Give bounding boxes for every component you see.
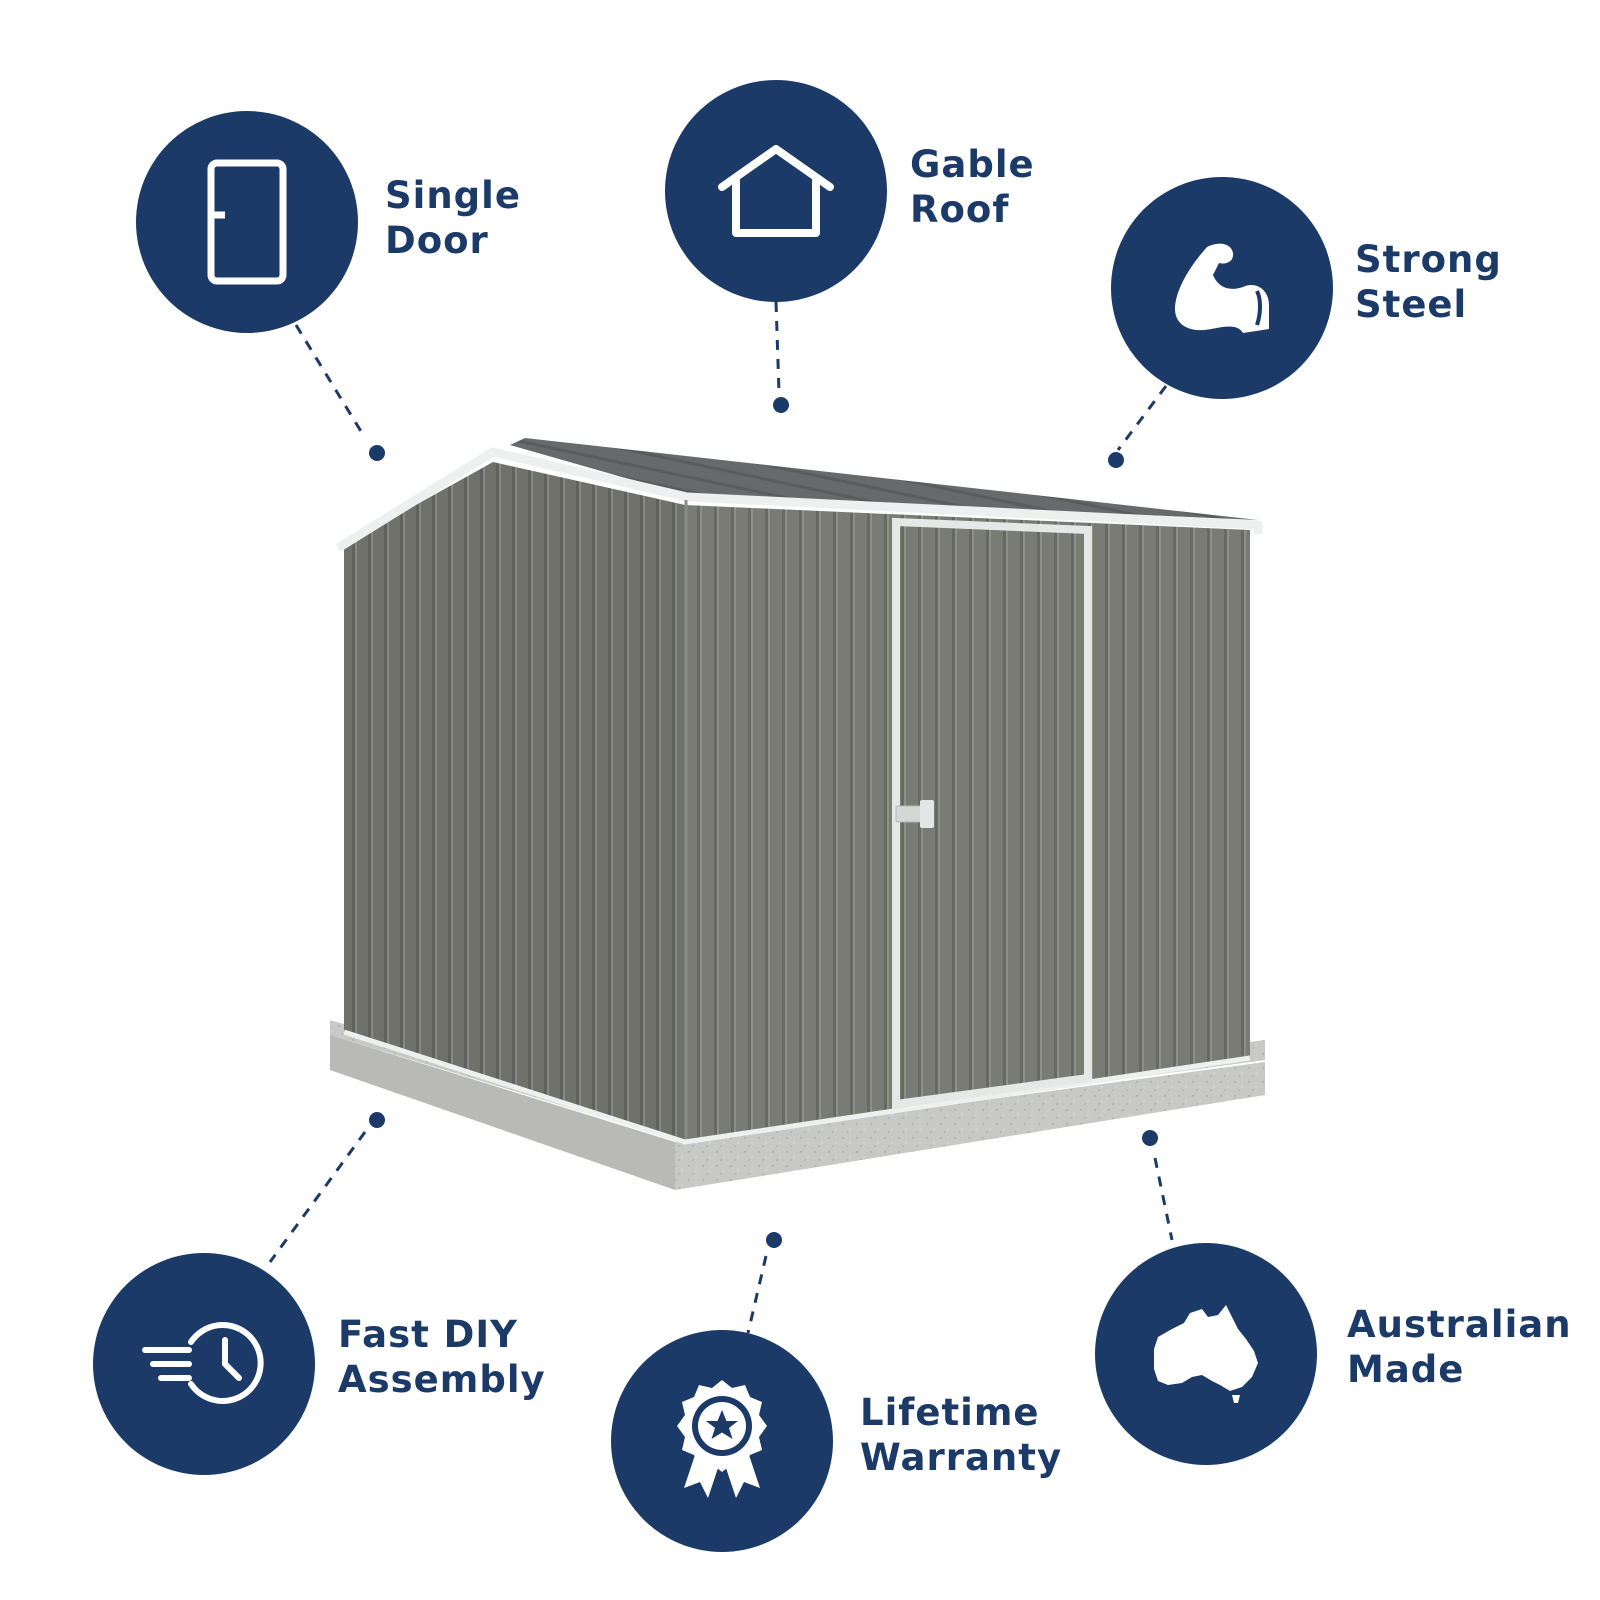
feature-australian-made-label: Australian Made	[1347, 1302, 1572, 1392]
roof-trim-eave	[686, 492, 1263, 534]
label-line-2: Roof	[910, 188, 1010, 231]
feature-lifetime-warranty-badge	[611, 1330, 833, 1552]
connector-gable-roof	[774, 301, 781, 393]
connector-dot-single-door	[369, 445, 385, 461]
label-line-1: Strong	[1355, 238, 1502, 281]
door-icon	[207, 159, 287, 285]
label-line-2: Made	[1347, 1348, 1465, 1391]
connector-dot-strong-steel	[1108, 452, 1124, 468]
connector-australian-made	[1153, 1157, 1174, 1241]
base-trim	[343, 1029, 1251, 1145]
feature-lifetime-warranty-label: Lifetime Warranty	[860, 1390, 1062, 1480]
feature-strong-steel-badge	[1111, 177, 1333, 399]
feature-fast-diy-badge	[93, 1253, 315, 1475]
label-line-1: Lifetime	[860, 1391, 1040, 1434]
flexed-arm-icon	[1175, 243, 1269, 333]
label-line-2: Steel	[1355, 283, 1468, 326]
feature-single-door-label: Single Door	[385, 173, 521, 263]
connector-lifetime-warranty	[746, 1255, 768, 1334]
shed-left-wall	[344, 462, 685, 1142]
fast-clock-icon	[142, 1322, 264, 1404]
connector-single-door	[294, 324, 364, 434]
label-line-2: Assembly	[338, 1358, 546, 1401]
door-frame	[892, 517, 1092, 1109]
label-line-1: Single	[385, 174, 521, 217]
award-ribbon-icon	[677, 1380, 767, 1498]
roof-top	[510, 438, 1258, 520]
label-line-1: Gable	[910, 143, 1035, 186]
label-line-1: Australian	[1347, 1303, 1572, 1346]
feature-australian-made-badge	[1095, 1243, 1317, 1465]
feature-gable-roof-label: Gable Roof	[910, 142, 1035, 232]
concrete-slab-front-left	[330, 1035, 675, 1190]
label-line-2: Warranty	[860, 1436, 1063, 1479]
concrete-slab-front-right	[675, 1062, 1265, 1190]
feature-fast-diy-label: Fast DIY Assembly	[338, 1312, 546, 1402]
label-line-2: Door	[385, 219, 489, 262]
connector-dot-lifetime-warranty	[766, 1232, 782, 1248]
australia-map-icon	[1154, 1305, 1258, 1403]
feature-gable-roof-badge	[665, 80, 887, 302]
roof-trim-gable	[335, 447, 689, 552]
connector-strong-steel	[1116, 385, 1168, 451]
shed-door	[896, 522, 1088, 1104]
connector-dot-gable-roof	[773, 397, 789, 413]
feature-strong-steel-label: Strong Steel	[1355, 237, 1502, 327]
house-icon	[718, 145, 834, 237]
label-line-1: Fast DIY	[338, 1313, 518, 1356]
feature-single-door-badge	[136, 111, 358, 333]
connector-dot-australian-made	[1142, 1130, 1158, 1146]
connector-dot-fast-diy	[369, 1112, 385, 1128]
connector-fast-diy	[268, 1131, 367, 1263]
